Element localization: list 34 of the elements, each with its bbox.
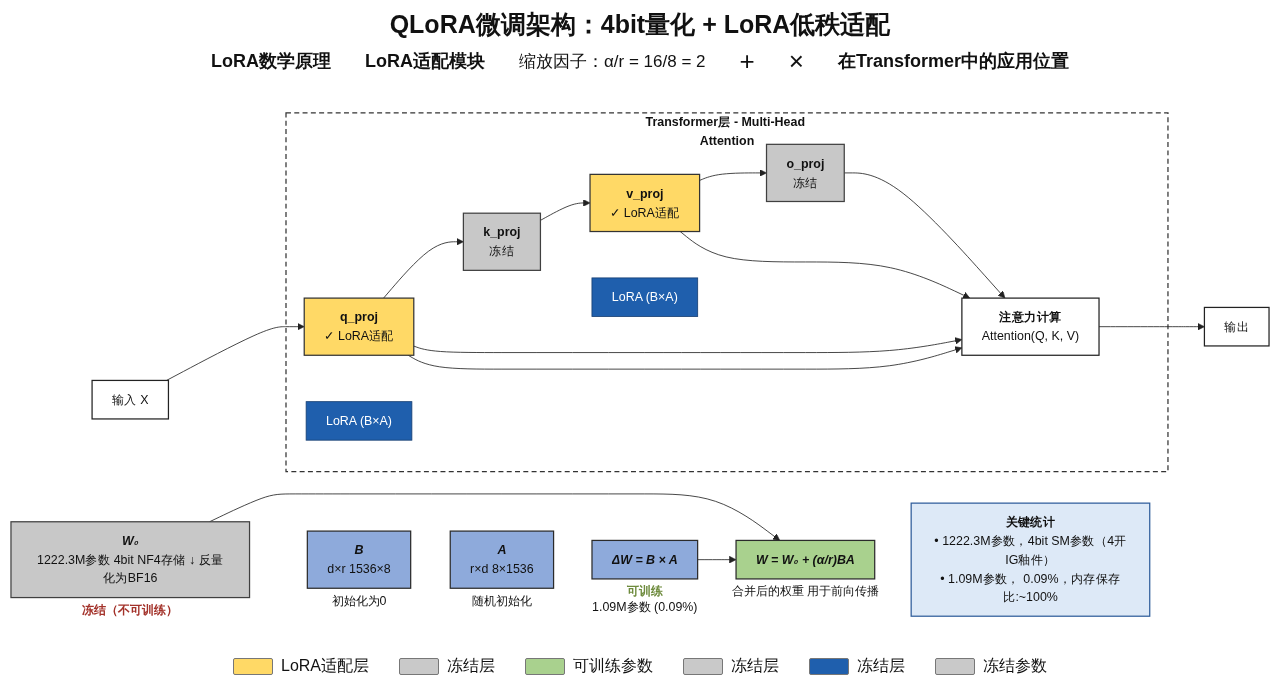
node-caption: 初始化为0 [331, 593, 387, 608]
node-caption: 合并后的权重 用于前向传播 [731, 584, 880, 599]
legend-label: LoRA适配层 [281, 656, 369, 676]
node-box: W₀ 1222.3M参数 4bit NF4存储 ↓ 反量化为BF16 [10, 521, 251, 599]
legend-label: 冻结层 [857, 656, 905, 676]
scaling-formula: 缩放因子：α/r = 16/8 = 2 [519, 50, 706, 73]
node-caption: 可训练 [626, 584, 663, 599]
node-caption: 1.09M参数 (0.09%) [592, 600, 698, 615]
node-box: 注意力计算 Attention(Q, K, V) [961, 297, 1100, 356]
node-box: k_proj 冻结 [462, 212, 542, 271]
node-caption: 随机初始化 [471, 593, 532, 608]
node-box: o_proj 冻结 [765, 143, 845, 203]
legend-label: 冻结参数 [983, 656, 1047, 676]
node-box: LoRA (B×A) [591, 277, 699, 317]
node-box: 输出 [1203, 306, 1270, 347]
section-heading: 在Transformer中的应用位置 [837, 50, 1069, 73]
node-box: 输入 X [91, 379, 170, 420]
node-box: LoRA (B×A) [305, 401, 413, 441]
node-box: q_proj ✓ LoRA适配 [303, 297, 415, 356]
node-box: W = W₀ + (α/r)BA [735, 539, 876, 580]
node-box: ΔW = B × A [591, 539, 699, 580]
node-box: 关键统计 • 1222.3M参数，4bit SM参数（4开IG釉件） • 1.09M参数， 0.09%，内存保存比:~100% [910, 502, 1151, 617]
section-heading: LoRA数学原理 [211, 50, 332, 73]
node-box: v_proj ✓ LoRA适配 [589, 173, 701, 233]
section-heading: LoRA适配模块 [365, 50, 486, 73]
legend-label: 可训练参数 [573, 656, 653, 676]
plus-sign: + [739, 48, 755, 74]
node-caption: 冻结（不可训练） [82, 603, 179, 618]
node-box: A r×d 8×1536 [449, 530, 555, 589]
legend-label: 冻结层 [447, 656, 495, 676]
multiply-sign: × [788, 48, 804, 74]
legend-label: 冻结层 [731, 656, 779, 676]
diagram-title: QLoRA微调架构：4bit量化 + LoRA低秩适配 [389, 10, 891, 38]
node-box: B d×r 1536×8 [306, 530, 412, 589]
